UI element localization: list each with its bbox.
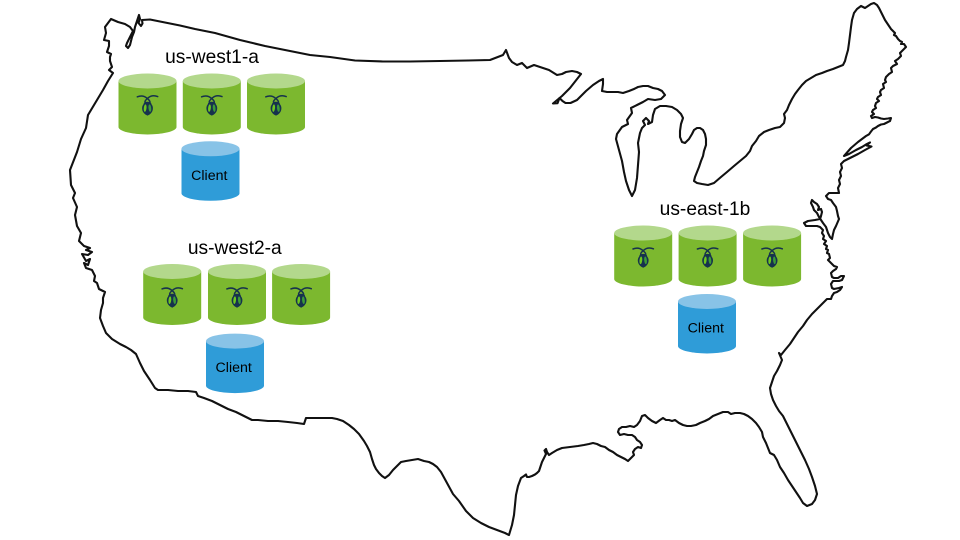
svg-text:us-east-1b: us-east-1b [660,199,751,220]
svg-text:us-west2-a: us-west2-a [188,238,282,259]
svg-text:us-west1-a: us-west1-a [165,47,259,68]
svg-text:Client: Client [191,168,227,184]
svg-text:Client: Client [688,320,724,336]
svg-text:Client: Client [216,360,252,376]
